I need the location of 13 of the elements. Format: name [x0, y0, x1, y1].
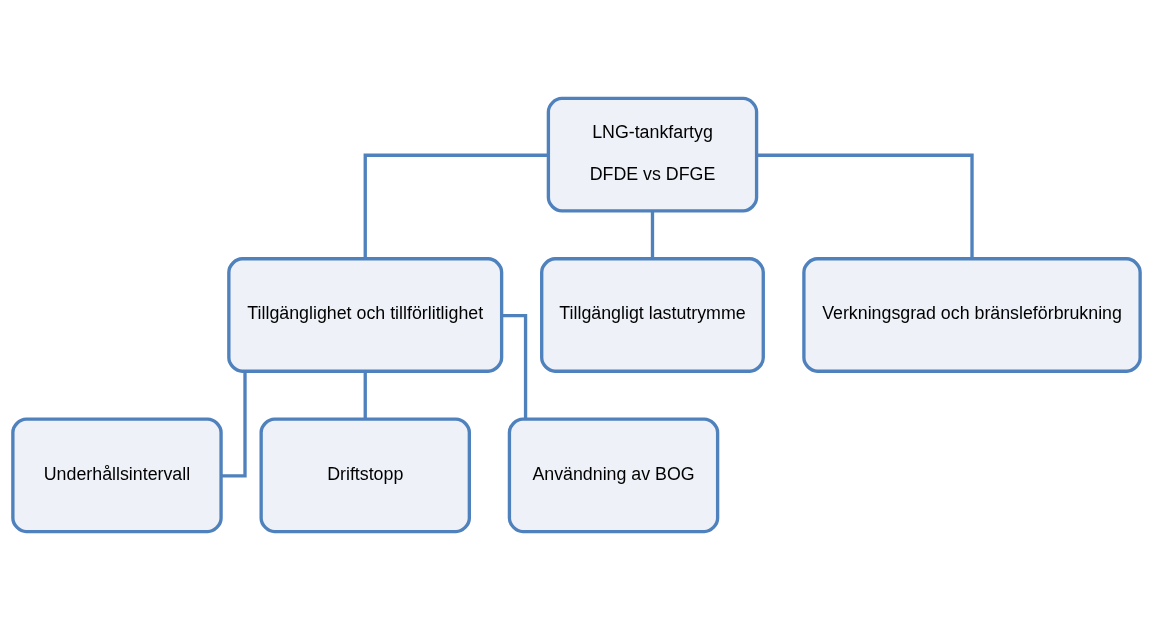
- node-box: Underhållsintervall: [11, 417, 223, 534]
- node-box: Användning av BOG: [507, 417, 720, 534]
- connector: [221, 371, 247, 478]
- connector: [363, 371, 367, 419]
- node-box: Verkningsgrad och bränsleförbrukning: [802, 257, 1142, 373]
- connector: [501, 313, 528, 419]
- connector: [363, 153, 549, 259]
- node-box: Tillgänglighet och tillförlitlighet: [227, 257, 504, 373]
- node-box: LNG-tankfartyg DFDE vs DFGE: [546, 96, 759, 213]
- node-box: Driftstopp: [259, 417, 471, 534]
- node-box: Tillgängligt lastutrymme: [540, 257, 765, 373]
- connector: [756, 153, 974, 259]
- connector: [650, 211, 655, 259]
